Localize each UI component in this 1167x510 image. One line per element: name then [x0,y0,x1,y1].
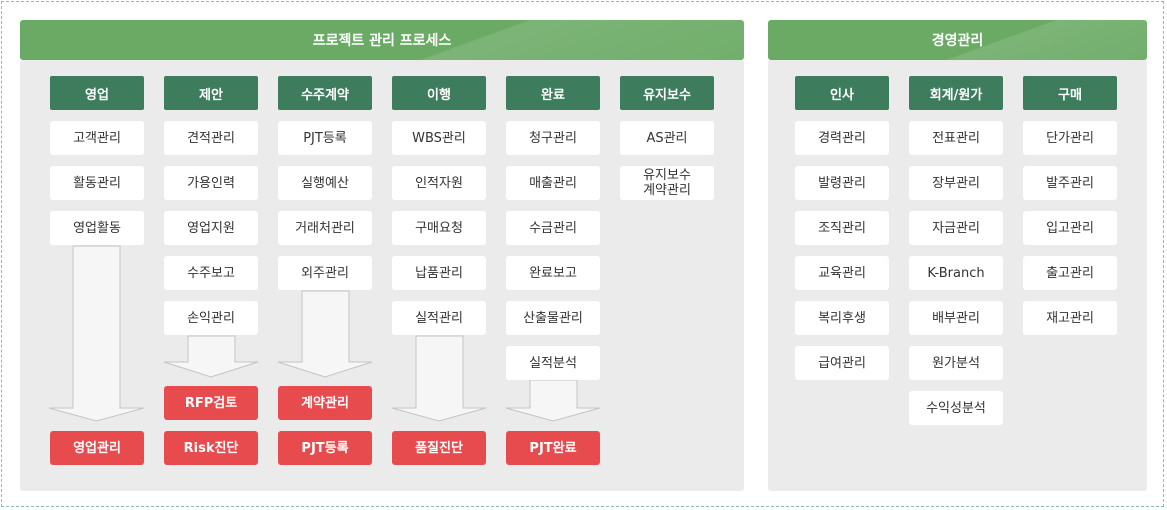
column-head-hr[interactable]: 인사 [795,76,889,110]
output-item[interactable]: PJT완료 [506,431,600,465]
list-item[interactable]: 재고관리 [1023,301,1117,335]
list-item[interactable]: 발령관리 [795,166,889,200]
output-item[interactable]: Risk진단 [164,431,258,465]
column-head-complete[interactable]: 완료 [506,76,600,110]
output-item[interactable]: RFP검토 [164,386,258,420]
list-item[interactable]: 수금관리 [506,211,600,245]
list-item[interactable]: 전표관리 [909,121,1003,155]
output-item[interactable]: 영업관리 [50,431,144,465]
list-item[interactable]: 영업지원 [164,211,258,245]
list-item[interactable]: 인적자원 [392,166,486,200]
column-head-proposal[interactable]: 제안 [164,76,258,110]
list-item[interactable]: 외주관리 [278,256,372,290]
list-item[interactable]: 원가분석 [909,346,1003,380]
list-item[interactable]: PJT등록 [278,121,372,155]
list-item[interactable]: K-Branch [909,256,1003,290]
output-item[interactable]: 계약관리 [278,386,372,420]
list-item[interactable]: 수익성분석 [909,391,1003,425]
list-item[interactable]: 거래처관리 [278,211,372,245]
list-item[interactable]: 경력관리 [795,121,889,155]
list-item[interactable]: 청구관리 [506,121,600,155]
list-item[interactable]: 실행예산 [278,166,372,200]
list-item[interactable]: 가용인력 [164,166,258,200]
column-head-contract[interactable]: 수주계약 [278,76,372,110]
list-item[interactable]: 고객관리 [50,121,144,155]
list-item[interactable]: 조직관리 [795,211,889,245]
management-title-bar: 경영관리 [768,20,1147,60]
list-item[interactable]: 매출관리 [506,166,600,200]
list-item[interactable]: 완료보고 [506,256,600,290]
list-item[interactable]: 출고관리 [1023,256,1117,290]
list-item[interactable]: 자금관리 [909,211,1003,245]
list-item[interactable]: 손익관리 [164,301,258,335]
list-item[interactable]: 견적관리 [164,121,258,155]
column-head-sales[interactable]: 영업 [50,76,144,110]
management-title: 경영관리 [931,33,984,49]
list-item[interactable]: 산출물관리 [506,301,600,335]
list-item[interactable]: 구매요청 [392,211,486,245]
list-item[interactable]: 입고관리 [1023,211,1117,245]
list-item[interactable]: 단가관리 [1023,121,1117,155]
list-item[interactable]: 수주보고 [164,256,258,290]
list-item[interactable]: 교육관리 [795,256,889,290]
list-item[interactable]: 활동관리 [50,166,144,200]
output-item[interactable]: PJT등록 [278,431,372,465]
column-head-execution[interactable]: 이행 [392,76,486,110]
list-item[interactable]: 실적관리 [392,301,486,335]
list-item[interactable]: AS관리 [620,121,714,155]
list-item[interactable]: 복리후생 [795,301,889,335]
column-head-maintenance[interactable]: 유지보수 [620,76,714,110]
list-item[interactable]: 급여관리 [795,346,889,380]
project-process-title: 프로젝트 관리 프로세스 [312,33,452,49]
list-item[interactable]: 발주관리 [1023,166,1117,200]
column-head-accounting[interactable]: 회계/원가 [909,76,1003,110]
list-item[interactable]: 장부관리 [909,166,1003,200]
list-item[interactable]: 영업활동 [50,211,144,245]
list-item[interactable]: WBS관리 [392,121,486,155]
list-item[interactable]: 배부관리 [909,301,1003,335]
column-head-purchase[interactable]: 구매 [1023,76,1117,110]
output-item[interactable]: 품질진단 [392,431,486,465]
project-process-title-bar: 프로젝트 관리 프로세스 [20,20,744,60]
list-item[interactable]: 유지보수 계약관리 [620,166,714,200]
list-item[interactable]: 납품관리 [392,256,486,290]
list-item[interactable]: 실적분석 [506,346,600,380]
